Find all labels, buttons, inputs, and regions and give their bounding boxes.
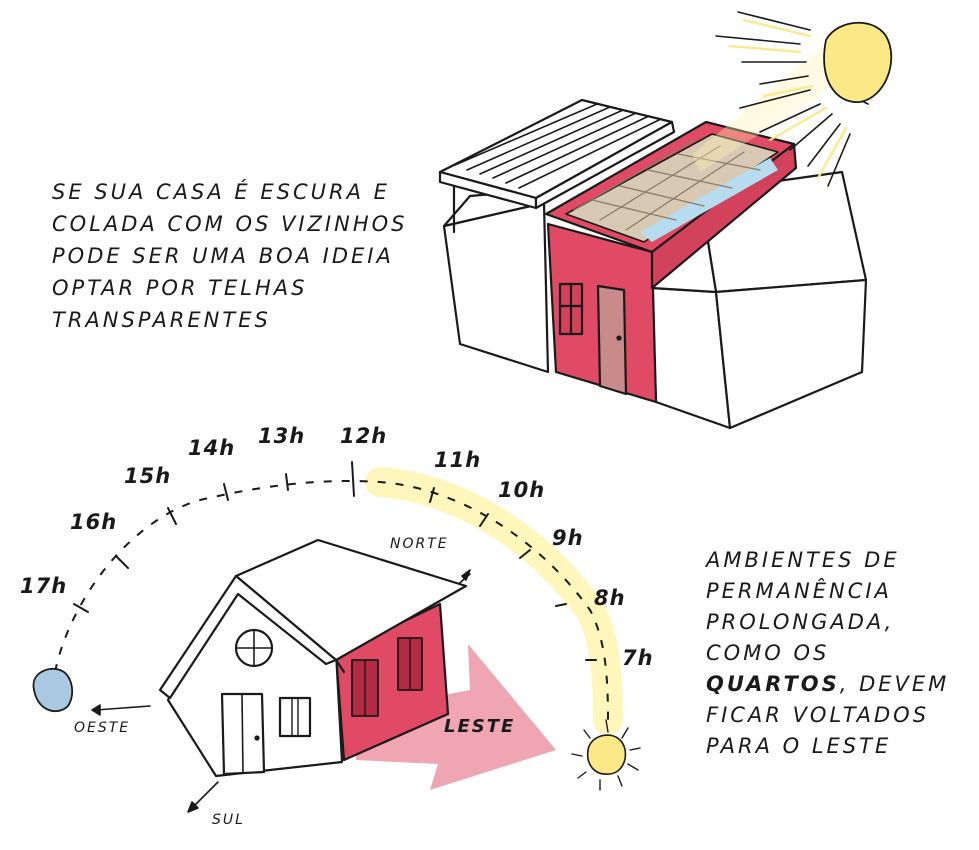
red-house <box>544 120 798 404</box>
tick-12h <box>351 461 355 497</box>
red-house-door <box>596 284 628 396</box>
tip-bottom-text: AMBIENTES DE PERMANÊNCIA PROLONGADA, COM… <box>706 545 949 762</box>
west-sun-icon <box>32 668 74 713</box>
top-house-scene <box>438 98 868 430</box>
front-window <box>278 696 312 738</box>
hour-label-12h: 12h <box>340 424 388 448</box>
tip-bottom-line-4: COMO OS <box>706 641 830 665</box>
hour-label-9h: 9h <box>552 526 584 550</box>
hour-label-17h: 17h <box>20 574 68 598</box>
hour-label-7h: 7h <box>622 646 654 670</box>
tip-top-line-1: SE SUA CASA É ESCURA E <box>52 180 390 204</box>
compass-oeste-label: OESTE <box>74 720 131 736</box>
east-sun-icon <box>571 719 641 791</box>
east-arrow <box>356 644 556 790</box>
hour-label-8h: 8h <box>594 586 626 610</box>
tip-bottom-line-5-rest: , DEVEM <box>839 672 950 696</box>
sun-top-icon <box>692 11 893 187</box>
tip-bottom-line-2: PERMANÊNCIA <box>706 579 892 603</box>
tip-top-line-5: TRANSPARENTES <box>52 308 271 332</box>
tip-top-line-2: COLADA COM OS VIZINHOS <box>52 212 408 236</box>
hour-label-13h: 13h <box>258 424 306 448</box>
tip-bottom-line-5: QUARTOS, DEVEM <box>706 669 949 700</box>
front-door <box>220 692 266 776</box>
tip-bottom-line-6: FICAR VOLTADOS <box>706 703 930 727</box>
red-house-window <box>558 282 584 336</box>
tip-top-line-3: PODE SER UMA BOA IDEIA <box>52 244 394 268</box>
hour-label-16h: 16h <box>70 510 118 534</box>
compass-sul-label: SUL <box>212 812 245 828</box>
tip-bottom-line-1: AMBIENTES DE <box>706 548 900 572</box>
left-neighbor-block <box>442 188 550 374</box>
compass-leste-label: LESTE <box>444 716 516 737</box>
tip-bottom-line-7: PARA O LESTE <box>706 734 892 758</box>
hour-label-10h: 10h <box>498 478 546 502</box>
tip-bottom-line-3: PROLONGADA, <box>706 610 895 634</box>
hour-label-15h: 15h <box>124 464 172 488</box>
quartos-emphasis: QUARTOS <box>706 672 840 696</box>
compass-norte-label: NORTE <box>390 536 449 552</box>
tip-top-line-4: OPTAR POR TELHAS <box>52 276 308 300</box>
round-window <box>234 628 274 668</box>
side-windows <box>351 637 423 717</box>
hour-label-11h: 11h <box>434 448 482 472</box>
left-corrugated-roof <box>438 98 676 234</box>
bottom-house-scene <box>91 538 556 813</box>
sun-path <box>54 461 623 735</box>
tip-top-text: SE SUA CASA É ESCURA E COLADA COM OS VIZ… <box>52 176 408 336</box>
hour-label-14h: 14h <box>188 436 236 460</box>
